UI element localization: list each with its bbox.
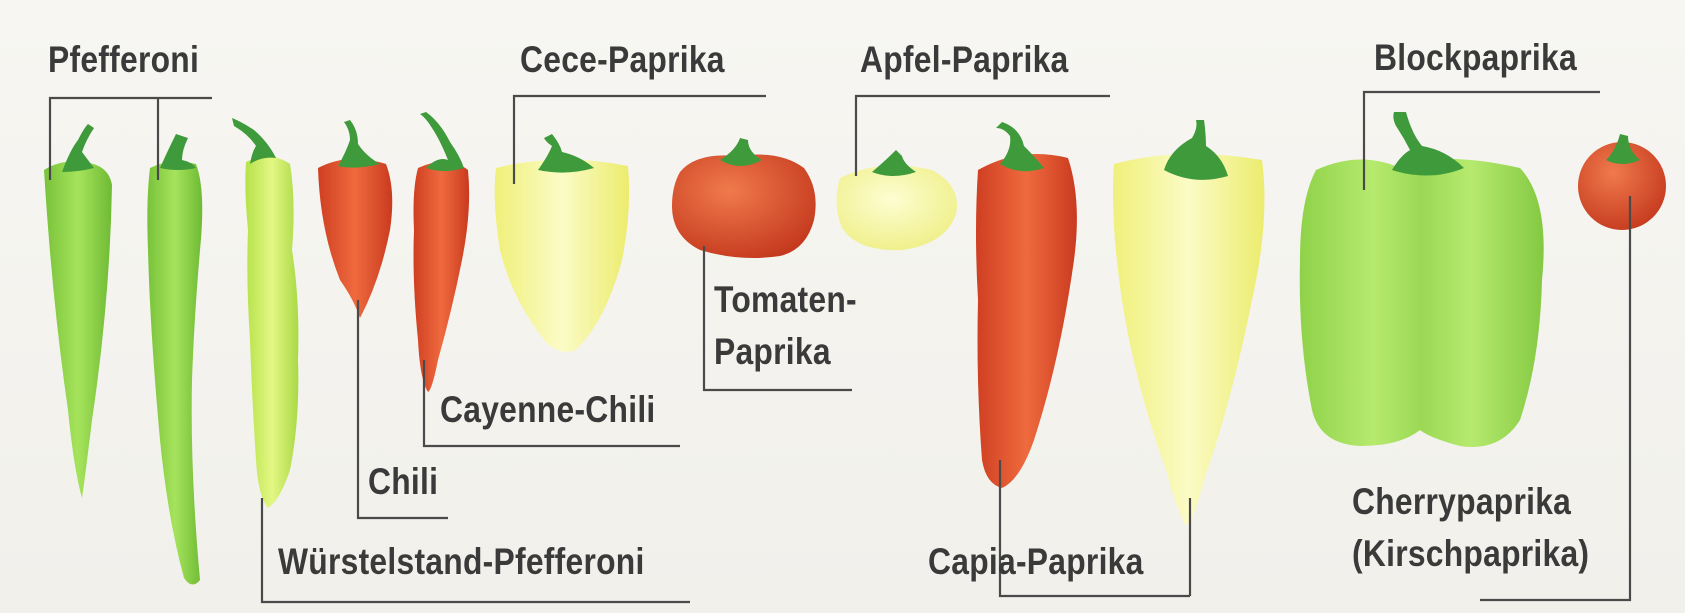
label-wuerstelstand-pfefferoni: Würstelstand-Pfefferoni xyxy=(278,540,645,584)
label-cherrypaprika-line2: (Kirschpaprika) xyxy=(1352,532,1589,576)
label-cece-paprika: Cece-Paprika xyxy=(520,38,725,82)
chili-pepper xyxy=(318,120,392,318)
label-tomaten-line1: Tomaten- xyxy=(714,278,857,322)
blockpaprika-pepper xyxy=(1300,112,1544,447)
apfel-paprika-pepper xyxy=(836,150,957,250)
pfefferoni-pepper-2 xyxy=(147,134,202,585)
capia-paprika-pepper xyxy=(976,122,1077,488)
wuerstelstand-pepper xyxy=(232,118,298,508)
long-yellow-pepper xyxy=(1113,120,1264,526)
label-cherrypaprika-line1: Cherrypaprika xyxy=(1352,480,1571,524)
pfefferoni-pepper-1 xyxy=(44,124,112,498)
tomaten-paprika-pepper xyxy=(672,138,816,258)
label-tomaten-line2: Paprika xyxy=(714,330,831,374)
label-cayenne-chili: Cayenne-Chili xyxy=(440,388,656,432)
label-blockpaprika: Blockpaprika xyxy=(1374,36,1577,80)
label-pfefferoni: Pfefferoni xyxy=(48,38,199,82)
cayenne-pepper xyxy=(414,112,470,392)
label-apfel-paprika: Apfel-Paprika xyxy=(860,38,1068,82)
label-chili: Chili xyxy=(368,460,438,504)
label-capia-paprika: Capia-Paprika xyxy=(928,540,1144,584)
cherrypaprika-pepper xyxy=(1578,134,1666,230)
